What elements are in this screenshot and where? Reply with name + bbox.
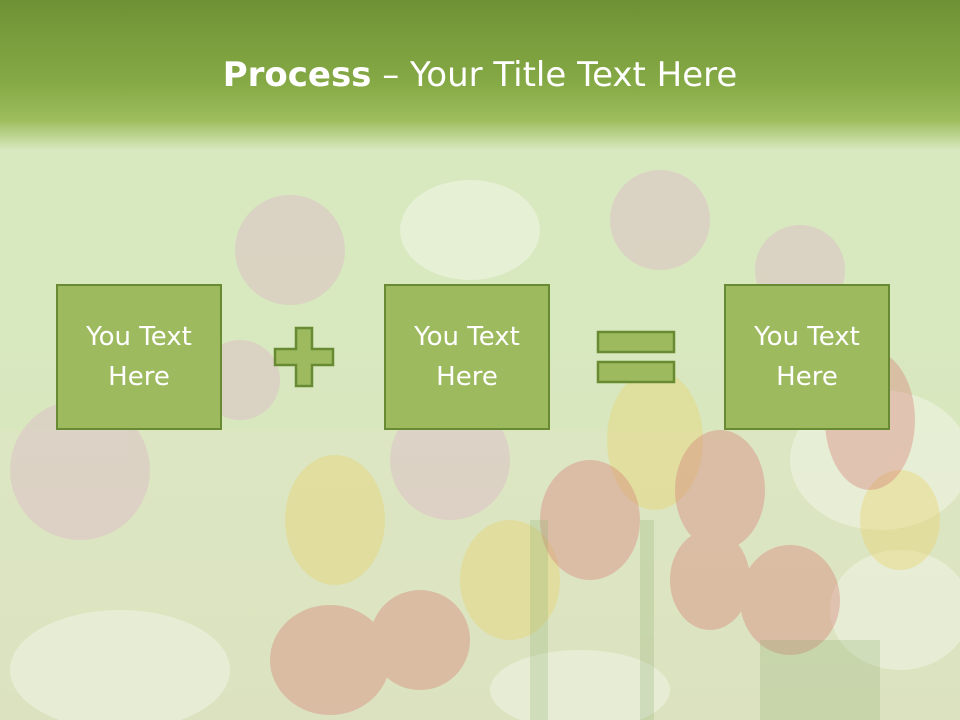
title-rest: – Your Title Text Here: [371, 55, 738, 95]
process-box-3[interactable]: You Text Here: [724, 284, 890, 430]
title-bar: [0, 0, 960, 150]
equals-icon: [596, 330, 676, 384]
process-box-3-text: You Text Here: [754, 322, 860, 392]
title-bold: Process: [222, 55, 372, 95]
plus-icon: [273, 326, 335, 388]
process-box-1-text: You Text Here: [86, 322, 192, 392]
process-box-2[interactable]: You Text Here: [384, 284, 550, 430]
slide-title: Process – Your Title Text Here: [0, 52, 960, 98]
process-box-2-text: You Text Here: [414, 322, 520, 392]
process-box-1[interactable]: You Text Here: [56, 284, 222, 430]
